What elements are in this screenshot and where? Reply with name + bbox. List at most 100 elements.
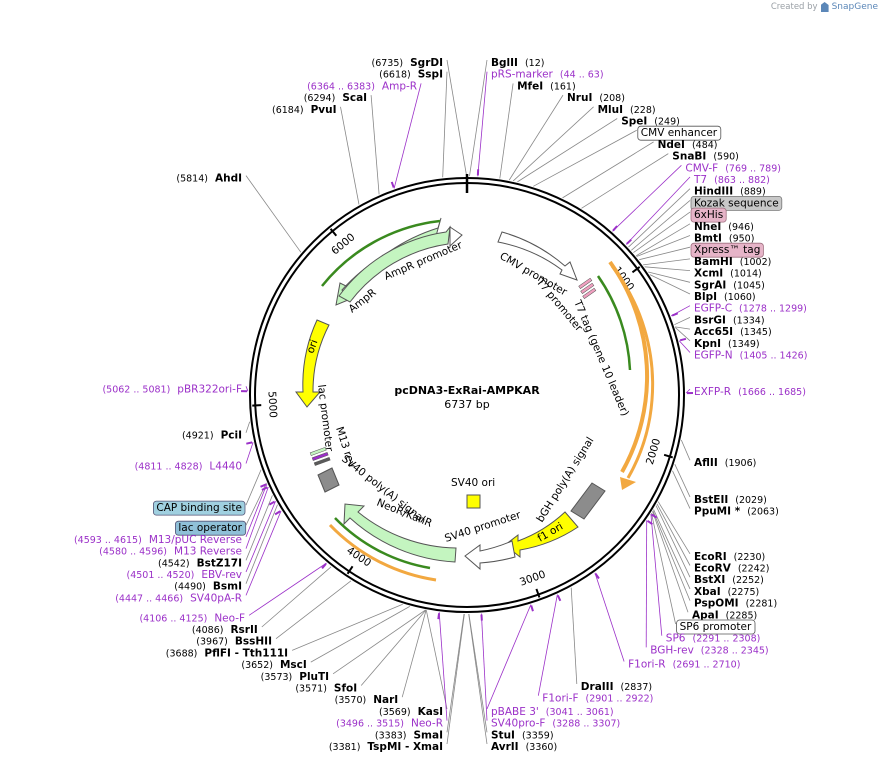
svg-text:Xpress™ tag: Xpress™ tag <box>694 244 760 256</box>
leader-scai <box>370 95 380 195</box>
tick-mark-6000 <box>329 228 338 237</box>
site-pos-neo-r: (3496 .. 3515) <box>336 718 404 729</box>
leader-exfp-r <box>685 388 691 394</box>
site-pos-avrii: (3360) <box>526 742 558 753</box>
leader-bsshii <box>275 580 352 640</box>
leader-avrii <box>468 613 488 745</box>
svg-text:CMV enhancer: CMV enhancer <box>641 127 718 139</box>
svg-text:BamHI(1002): BamHI(1002) <box>694 256 771 268</box>
site-name-snabi: SnaBI <box>672 151 706 163</box>
leader-m13-reverse <box>245 486 269 549</box>
site-pos-ebv-rev: (4501 .. 4520) <box>127 570 195 581</box>
site-label-scai: (6294)ScaI <box>304 92 367 104</box>
site-name-draiii: DraIII <box>581 681 614 693</box>
site-name-t7: T7 <box>693 174 707 186</box>
site-label-hindiii: HindIII(889) <box>694 186 766 198</box>
site-pos-sp6: (2291 .. 2308) <box>692 633 760 644</box>
site-pos-pbr322ori-f: (5062 .. 5081) <box>102 384 170 395</box>
site-name-egfp-c: EGFP-C <box>694 303 732 315</box>
site-pos-ahdi: (5814) <box>176 173 208 184</box>
site-label-nari: (3570)NarI <box>335 694 399 706</box>
site-label-bsrgi: BsrGI(1334) <box>694 314 765 326</box>
t7-tag-arrows <box>578 277 597 300</box>
site-pos-egfp-n: (1405 .. 1426) <box>740 350 808 361</box>
site-box-6xhis <box>690 207 727 223</box>
site-pos-tspmi-xmai: (3381) <box>329 742 361 753</box>
svg-text:(4542)BstZ17I: (4542)BstZ17I <box>158 557 242 569</box>
svg-text:(4490)BsmI: (4490)BsmI <box>174 581 242 593</box>
leader-ppumi <box>672 470 691 509</box>
plasmid-length: 6737 bp <box>444 398 489 411</box>
site-label-tspmi-xmai: (3381) TspMI - XmaI <box>329 741 443 753</box>
site-label-bsteii: BstEII(2029) <box>694 494 767 506</box>
site-pos-bgh-rev: (2328 .. 2345) <box>701 645 769 656</box>
svg-text:(4106 .. 4125)Neo-F: (4106 .. 4125)Neo-F <box>139 612 245 624</box>
leader-bamhi <box>643 258 691 266</box>
site-name-msci: MscI <box>280 659 307 671</box>
svg-text:(6364 .. 6383)Amp-R: (6364 .. 6383)Amp-R <box>307 80 417 92</box>
leader-spei <box>517 118 618 183</box>
site-name-bstz17i: BstZ17I <box>197 557 242 569</box>
site-name-egfp-n: EGFP-N <box>694 350 733 362</box>
site-name-ahdi: AhdI <box>215 173 242 185</box>
site-label-pcii: (4921)PciI <box>182 430 242 442</box>
svg-text:BlpI(1060): BlpI(1060) <box>694 291 756 303</box>
leader-l4440 <box>245 442 254 464</box>
site-label-pbr322ori-f: (5062 .. 5081)pBR322ori-F <box>102 383 242 395</box>
site-box-sp6-promoter <box>676 619 756 635</box>
site-labels: BglII(12)pRS-marker(44 .. 63)MfeI(161)Nr… <box>74 57 807 753</box>
site-pos-kpni: (1349) <box>728 338 760 349</box>
site-label-ndei: NdeI(484) <box>658 139 718 151</box>
svg-text:(6184)PvuI: (6184)PvuI <box>272 104 337 116</box>
primer-marker-pbabe-3 <box>530 605 534 612</box>
site-name-amp-r: Amp-R <box>382 80 417 92</box>
svg-text:EGFP-N(1405 .. 1426): EGFP-N (1405 .. 1426) <box>694 350 807 362</box>
site-name-sspi: SspI <box>418 69 443 81</box>
leader-pcii <box>245 421 251 433</box>
site-name-avrii: AvrII <box>491 741 519 753</box>
site-box-kozak-sequence <box>690 195 783 211</box>
leader-xcmi <box>644 266 691 271</box>
svg-text:(5062 .. 5081)pBR322ori-F: (5062 .. 5081)pBR322ori-F <box>102 383 242 395</box>
tick-label-2000: 2000 <box>644 437 663 466</box>
site-label-egfp-n: EGFP-N (1405 .. 1426) <box>694 350 807 362</box>
site-name-scai: ScaI <box>342 92 367 104</box>
svg-text:BmtI(950): BmtI(950) <box>694 233 754 245</box>
site-pos-bstxi: (2252) <box>732 575 764 586</box>
site-name-pvui: PvuI <box>311 104 337 116</box>
svg-text:BGH-rev(2328 .. 2345): BGH-rev(2328 .. 2345) <box>650 644 768 656</box>
site-label-pbabe-3: pBABE 3'(3041 .. 3061) <box>491 706 614 718</box>
site-pos-bsshii: (3967) <box>196 636 228 647</box>
leader-pvui <box>340 106 360 205</box>
leader-snabi <box>581 153 669 209</box>
leader-sgrdi <box>446 59 467 177</box>
feature-label-ori: ori <box>305 338 321 355</box>
site-pos-acc65i: (1345) <box>740 327 772 338</box>
leader-nrui <box>508 94 564 181</box>
tick-mark-1000 <box>631 266 641 274</box>
primer-marker-neo-f <box>321 563 327 570</box>
site-label-smai: (3383)SmaI <box>375 729 443 741</box>
site-name-ecori: EcoRI <box>694 551 727 563</box>
site-pos-blpi: (1060) <box>724 292 756 303</box>
leader-bsteii <box>674 464 691 498</box>
site-name-tspmi-xmai: TspMI - XmaI <box>367 741 443 753</box>
site-name-sv40pro-f: SV40pro-F <box>491 718 545 730</box>
site-box-xpress-tag <box>690 242 764 258</box>
primer-marker-m13-puc-reverse <box>260 483 267 488</box>
site-label-amp-r: (6364 .. 6383)Amp-R <box>307 80 417 92</box>
site-name-cmv-f: CMV-F <box>685 162 718 174</box>
site-name-bsrgi: BsrGI <box>694 314 726 326</box>
svg-text:HindIII(889): HindIII(889) <box>694 186 766 198</box>
site-pos-nrui: (208) <box>599 93 625 104</box>
svg-text:PspOMI(2281): PspOMI(2281) <box>694 598 777 610</box>
site-pos-aflii: (1906) <box>725 458 757 469</box>
svg-text:Kozak sequence: Kozak sequence <box>694 197 779 209</box>
svg-text:BsrGI(1334): BsrGI(1334) <box>694 314 765 326</box>
svg-text:BglII(12): BglII(12) <box>491 57 544 69</box>
svg-text:(4447 .. 4466)SV40pA-R: (4447 .. 4466)SV40pA-R <box>115 592 242 604</box>
leader-pbabe-3 <box>486 604 532 710</box>
site-label-sgrai: SgrAI(1045) <box>694 279 765 291</box>
site-label-lac-operator: lac operator <box>174 520 247 536</box>
site-box-lac-operator <box>174 520 247 536</box>
